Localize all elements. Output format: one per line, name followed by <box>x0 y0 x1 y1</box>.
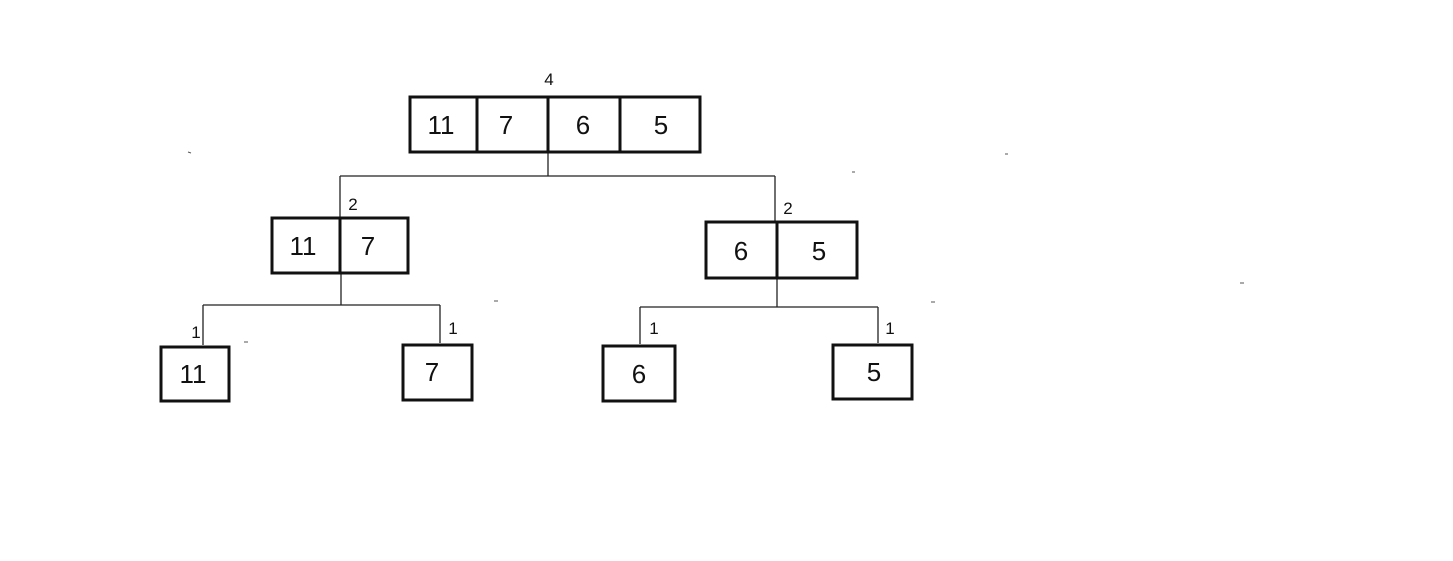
node-right: 6 5 2 <box>704 199 859 280</box>
cell-value: 7 <box>425 357 439 387</box>
node-box <box>159 345 231 403</box>
size-label: 1 <box>448 319 457 338</box>
cell-value: 11 <box>180 359 207 389</box>
connector-left <box>202 273 441 345</box>
size-label: 1 <box>191 323 200 342</box>
size-label: 1 <box>885 319 894 338</box>
cell-value: 6 <box>632 359 646 389</box>
node-box <box>831 343 914 401</box>
node-box <box>601 344 677 403</box>
size-label: 4 <box>544 70 553 89</box>
node-root: 11 7 6 5 4 <box>408 70 702 154</box>
node-left: 11 7 2 <box>270 195 410 275</box>
cell-value: 5 <box>867 357 881 387</box>
stray-mark <box>187 151 192 154</box>
cell-value: 7 <box>499 110 513 140</box>
connector-right <box>639 278 879 344</box>
node-box <box>704 220 859 280</box>
stray-marks <box>187 151 1244 343</box>
size-label: 1 <box>649 319 658 338</box>
node-box <box>408 95 702 154</box>
cell-value: 7 <box>361 231 375 261</box>
node-left-left: 11 1 <box>159 323 231 403</box>
cell-value: 5 <box>654 110 668 140</box>
size-label: 2 <box>348 195 357 214</box>
size-label: 2 <box>783 199 792 218</box>
node-right-right: 5 1 <box>831 319 914 401</box>
cell-value: 6 <box>576 110 590 140</box>
connectors <box>202 152 879 345</box>
connector-root <box>339 152 776 222</box>
node-right-left: 6 1 <box>601 319 677 403</box>
cell-value: 6 <box>734 236 748 266</box>
cell-value: 11 <box>428 110 455 140</box>
cell-value: 5 <box>812 236 826 266</box>
cell-value: 11 <box>290 231 317 261</box>
node-box <box>401 343 474 402</box>
node-left-right: 7 1 <box>401 319 474 402</box>
